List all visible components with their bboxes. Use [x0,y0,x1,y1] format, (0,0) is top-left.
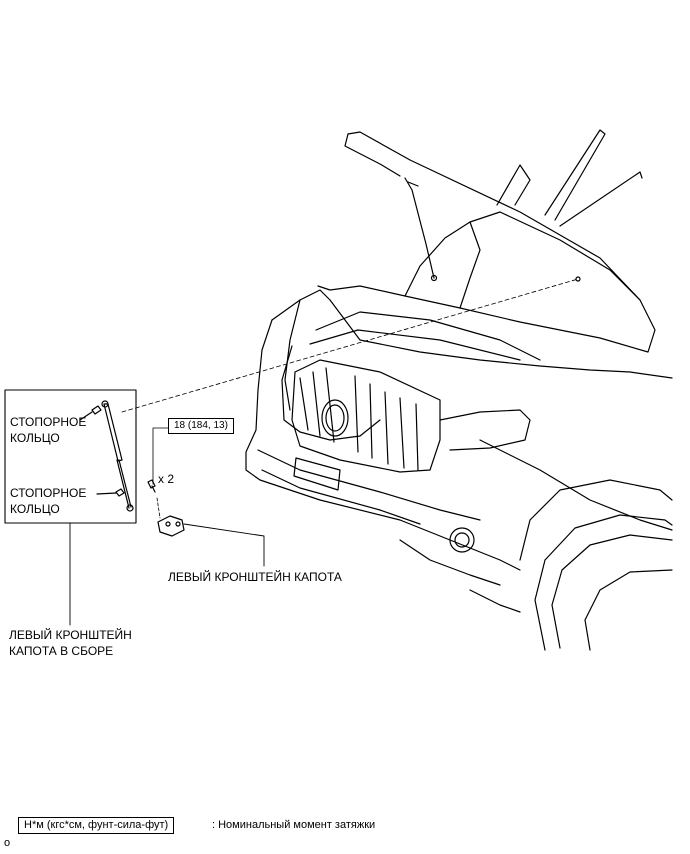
left-hood-bracket-label: ЛЕВЫЙ КРОНШТЕЙН КАПОТА [168,570,342,584]
vehicle-illustration [245,129,673,651]
stop-ring-top-label-line2: КОЛЬЦО [10,431,60,445]
stop-ring-bottom-label-line2: КОЛЬЦО [10,502,60,516]
stop-ring-bottom-label-line1: СТОПОРНОЕ [10,486,87,500]
left-hood-assembly-label-line1: ЛЕВЫЙ КРОНШТЕЙН [9,628,132,642]
bolt-icon [147,479,156,493]
torque-spec-box: 18 (184, 13) [168,418,234,434]
bolt-quantity-label: x 2 [158,472,175,486]
leader-to-vehicle [121,278,579,413]
assembly-detail-box [4,389,137,524]
torque-unit-legend-box: Н*м (кгс*см, фунт-сила-фут) [18,817,175,834]
footer-mark: o [4,837,11,849]
torque-legend-description: : Номинальный момент затяжки [212,819,376,831]
torque-leader [152,427,169,485]
hood-bracket [156,497,185,537]
bracket-leader [183,523,265,567]
stop-ring-top [79,405,102,421]
stop-ring-top-label-line1: СТОПОРНОЕ [10,415,87,429]
hood-stay-strut [101,400,134,512]
left-hood-assembly-label-line2: КАПОТА В СБОРЕ [9,644,114,658]
stop-ring-bottom [96,488,125,497]
